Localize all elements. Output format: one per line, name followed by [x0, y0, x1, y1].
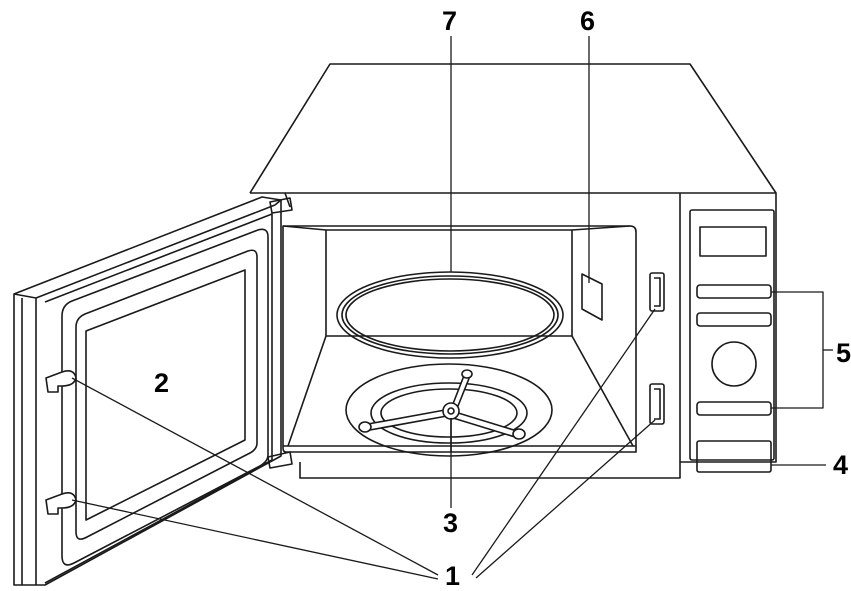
label-turntable-support: 3	[443, 508, 459, 538]
turntable-support	[358, 369, 526, 452]
door-release-button	[696, 440, 772, 473]
door-hooks	[45, 370, 77, 515]
label-door: 2	[154, 368, 170, 398]
door	[13, 196, 293, 586]
label-control-panel: 5	[836, 338, 851, 368]
waveguide-cover	[581, 273, 603, 321]
label-door-safety-interlock: 1	[445, 561, 461, 591]
glass-tray	[336, 271, 564, 359]
interlock-slots	[649, 272, 665, 425]
control-panel	[689, 209, 775, 461]
label-door-release-button: 4	[833, 450, 849, 480]
cabinet-top	[249, 63, 777, 194]
turntable-base	[345, 363, 553, 457]
oven-cavity	[282, 225, 637, 453]
cabinet-front	[250, 192, 777, 479]
label-waveguide-cover: 6	[580, 6, 596, 36]
label-glass-tray: 7	[442, 6, 458, 36]
leader-lines	[71, 36, 833, 580]
